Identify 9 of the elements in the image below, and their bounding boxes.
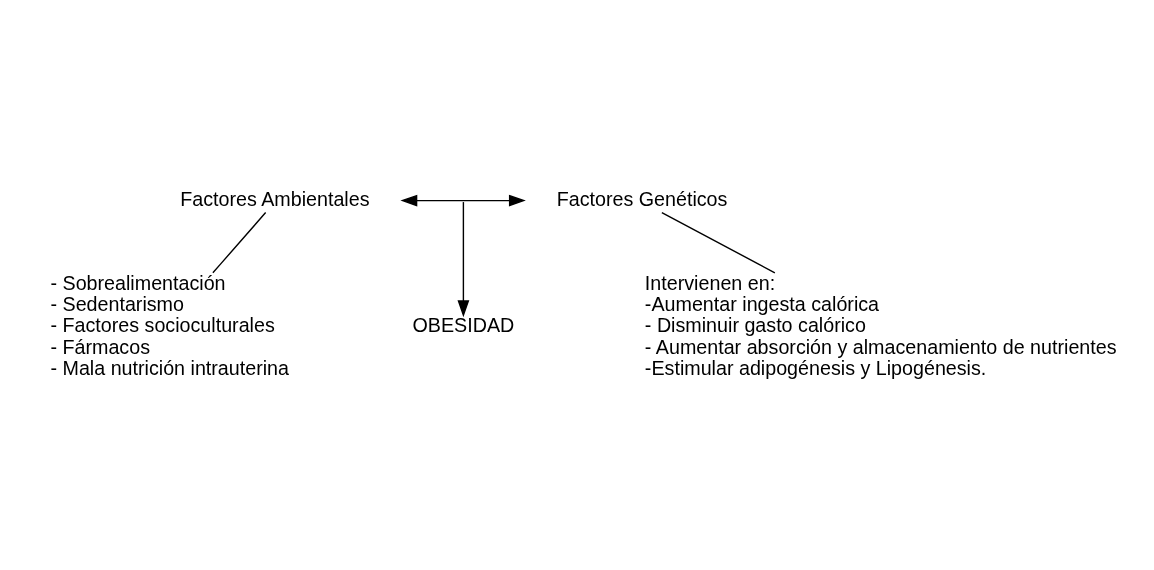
connector	[661, 211, 776, 274]
node-text: OBESIDAD	[412, 314, 515, 337]
connector	[212, 211, 267, 274]
node-text: Factores Genéticos	[556, 187, 728, 210]
arrow	[457, 201, 470, 318]
node-text: Factores Ambientales	[180, 187, 370, 210]
node-text: Intervienen en: -Aumentar ingesta calórica - Disminuir gasto calórico - Aumentar absorción y almacenamiento de nutrientes -Estimular adipogénesis y Lipogénesis.	[644, 272, 1117, 379]
node-text: - Sobrealimentación - Sedentarismo - Factores socioculturales - Fármacos - Mala nutrición intrauterina	[50, 272, 290, 379]
arrow	[400, 194, 526, 207]
